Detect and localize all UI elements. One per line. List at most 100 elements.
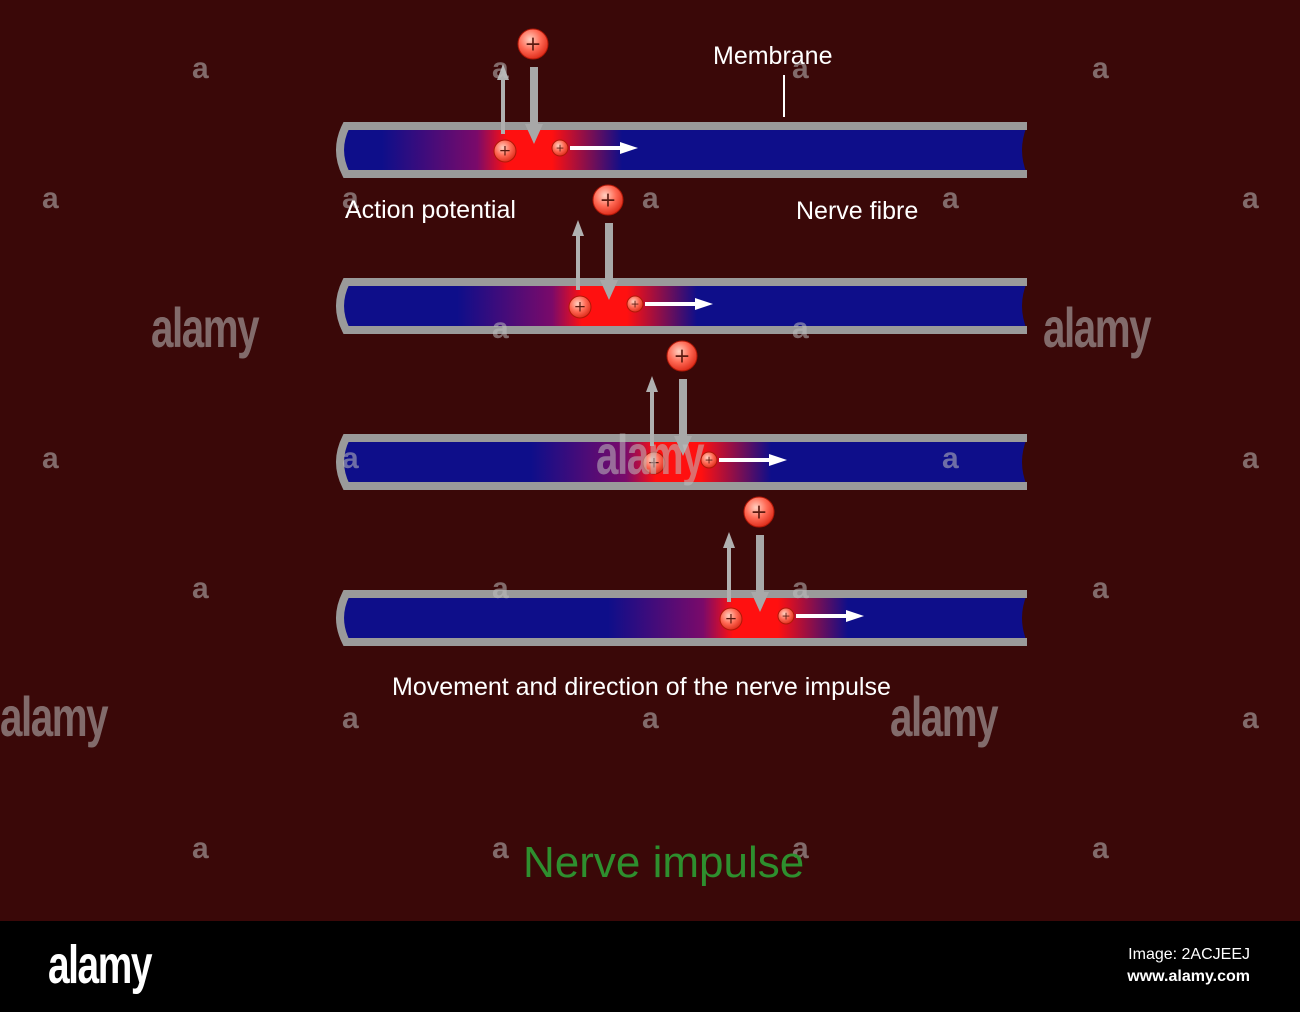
incoming-ion: + (743, 496, 775, 528)
leading-ion-symbol: + (555, 141, 564, 154)
watermark-mark: a (1242, 702, 1259, 735)
incoming-ion-body (592, 184, 624, 216)
fibre-membrane (336, 122, 1027, 178)
interior-ion-body (568, 295, 592, 319)
watermark-brand: alamy (1043, 296, 1152, 359)
direction-arrow-head (846, 610, 864, 622)
watermark-mark: a (792, 312, 809, 345)
watermark-mark: a (792, 52, 809, 85)
incoming-ion: + (666, 340, 698, 372)
watermark-mark: a (192, 572, 209, 605)
nerve-fibre-3: + + + (336, 340, 1027, 490)
nerve-impulse-diagram: + + + + + + + + + + + + (336, 28, 1027, 646)
interior-ion-body (719, 607, 743, 631)
movement-direction-label: Movement and direction of the nerve impu… (392, 673, 891, 701)
leading-ion-symbol: + (704, 453, 713, 466)
footer-logo: alamy (48, 935, 152, 995)
incoming-ion-symbol: + (600, 187, 617, 211)
action-potential-label: Action potential (345, 196, 516, 224)
interior-ion-body (493, 139, 517, 163)
incoming-ion-body (743, 496, 775, 528)
outflow-arrow-head (723, 532, 735, 548)
footer-url: www.alamy.com (1127, 968, 1250, 985)
incoming-ion: + (517, 28, 549, 60)
leading-ion-symbol: + (781, 609, 790, 622)
leading-ion: + (626, 295, 644, 313)
nerve-fibre-4: + + + (336, 496, 1027, 646)
interior-ion-body (642, 451, 666, 475)
leading-ion-symbol: + (630, 297, 639, 310)
leading-ion-body (551, 139, 569, 157)
inflow-arrow-head (674, 436, 692, 456)
watermark-mark: a (1092, 572, 1109, 605)
watermark-mark: a (942, 182, 959, 215)
incoming-ion-body (666, 340, 698, 372)
fibre-interior (339, 594, 1027, 642)
inflow-arrow-head (600, 280, 618, 300)
watermark-mark: a (42, 442, 59, 475)
leading-ion-body (777, 607, 795, 625)
nerve-fibre-label: Nerve fibre (796, 197, 919, 225)
interior-ion-symbol: + (725, 610, 737, 628)
fibre-interior (339, 126, 1027, 174)
watermark-mark: a (492, 572, 509, 605)
watermark-mark: a (1092, 832, 1109, 865)
interior-ion: + (493, 139, 517, 163)
direction-arrow-head (769, 454, 787, 466)
footer-bar (0, 921, 1300, 1012)
leading-ion: + (551, 139, 569, 157)
incoming-ion-symbol: + (751, 499, 768, 523)
incoming-ion-symbol: + (674, 343, 691, 367)
fibre-membrane (336, 434, 1027, 490)
watermark-mark: a (492, 832, 509, 865)
watermark-mark: a (192, 52, 209, 85)
inflow-arrow-head (751, 592, 769, 612)
watermark-mark: a (342, 702, 359, 735)
watermark-mark: a (942, 442, 959, 475)
membrane-label: Membrane (713, 42, 833, 70)
nerve-fibre-1: + + + (336, 28, 1027, 178)
watermark-mark: a (342, 182, 359, 215)
leading-ion: + (700, 451, 718, 469)
watermark-mark: a (192, 832, 209, 865)
watermark-mark: a (1242, 182, 1259, 215)
leading-ion: + (777, 607, 795, 625)
watermark-mark: a (342, 442, 359, 475)
diagram-canvas: + + + + + + + + + + + + (336, 28, 1027, 646)
watermark-mark: a (792, 572, 809, 605)
watermark-mark: a (792, 832, 809, 865)
watermark-brand: alamy (0, 685, 109, 748)
fibre-interior (339, 438, 1027, 486)
leading-ion-body (626, 295, 644, 313)
fibre-membrane (336, 590, 1027, 646)
watermark-brand: alamy (890, 685, 999, 748)
direction-arrow-head (620, 142, 638, 154)
interior-ion: + (642, 451, 666, 475)
incoming-ion-symbol: + (525, 31, 542, 55)
watermark-mark: a (642, 182, 659, 215)
watermark-mark: a (1242, 442, 1259, 475)
interior-ion: + (568, 295, 592, 319)
watermark-mark: a (492, 312, 509, 345)
diagram-title: Nerve impulse (523, 838, 805, 887)
interior-ion-symbol: + (574, 298, 586, 316)
interior-ion: + (719, 607, 743, 631)
inflow-arrow-head (525, 124, 543, 144)
watermark-mark: a (642, 702, 659, 735)
watermark-brand: alamy (151, 296, 260, 359)
interior-ion-symbol: + (499, 142, 511, 160)
outflow-arrow-head (497, 64, 509, 80)
outflow-arrow-head (646, 376, 658, 392)
watermark-mark: a (42, 182, 59, 215)
direction-arrow-head (695, 298, 713, 310)
fibre-membrane (336, 278, 1027, 334)
outflow-arrow-head (572, 220, 584, 236)
interior-ion-symbol: + (648, 454, 660, 472)
watermark-brand: alamy (596, 423, 705, 486)
watermark-mark: a (1092, 52, 1109, 85)
footer-image-id: Image: 2ACJEEJ (1128, 946, 1250, 963)
incoming-ion-body (517, 28, 549, 60)
nerve-fibre-2: + + + (336, 184, 1027, 334)
watermark-mark: a (492, 52, 509, 85)
incoming-ion: + (592, 184, 624, 216)
